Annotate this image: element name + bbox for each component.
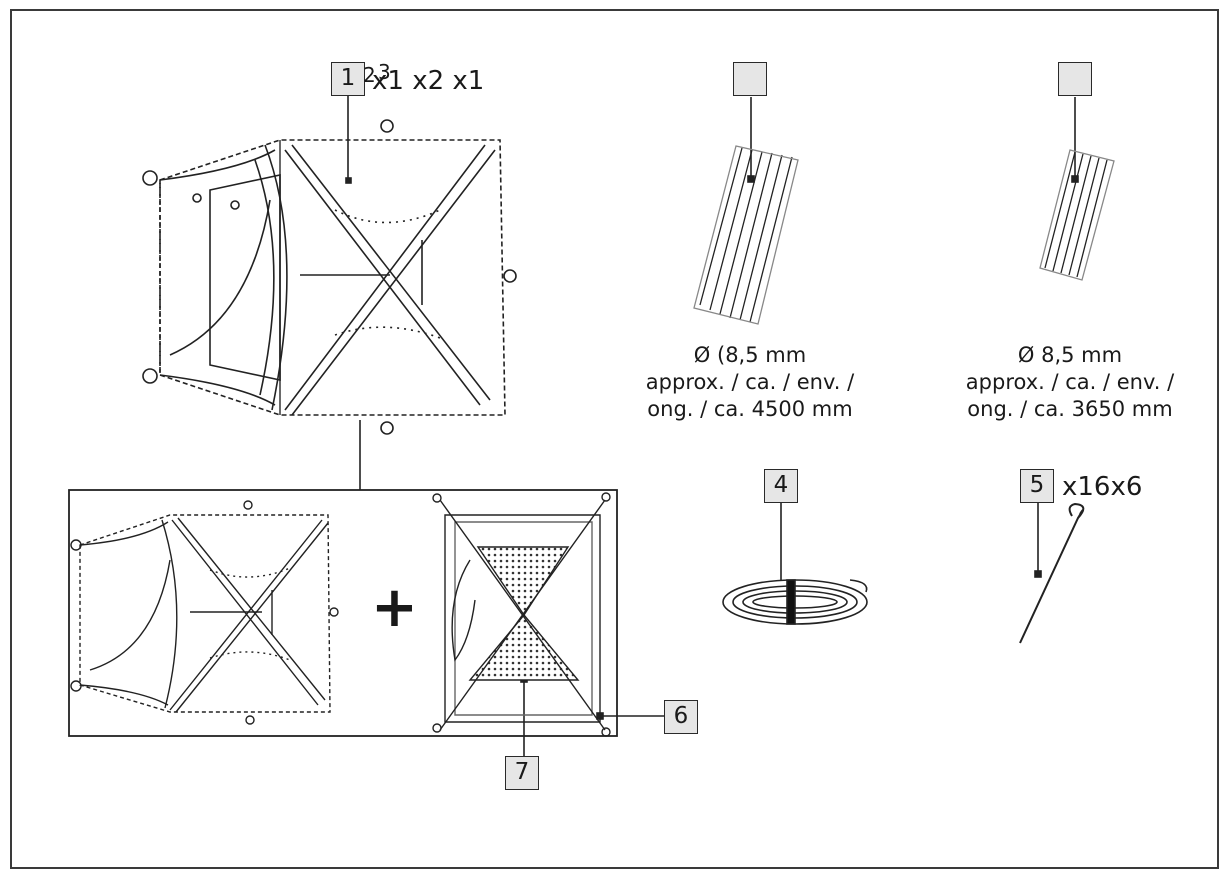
inset-box xyxy=(68,489,618,737)
tent-outer-icon xyxy=(142,119,517,435)
diagram-frame xyxy=(10,9,1219,869)
pole-a-approx: approx. / ca. / env. / xyxy=(645,370,855,394)
pole-b-approx: approx. / ca. / env. / xyxy=(965,370,1175,394)
tent-inner-icon xyxy=(432,492,611,737)
plus-symbol: + xyxy=(371,575,418,640)
pole-a-length: ong. / ca. 4500 mm xyxy=(647,397,853,421)
callout-1: 1 xyxy=(331,62,365,96)
pole-b-length: ong. / ca. 3650 mm xyxy=(967,397,1173,421)
callout-2: 2 xyxy=(363,63,376,87)
peg-quantities: x16x6 xyxy=(1062,472,1143,502)
callout-3: 3 xyxy=(378,60,391,84)
guy-rope-icon xyxy=(722,579,868,625)
pole-bundle-b-icon xyxy=(1039,149,1115,281)
pole-b-spec: Ø 8,5 mm approx. / ca. / env. / ong. / c… xyxy=(925,342,1215,423)
pole-a-spec: Ø (8,5 mm approx. / ca. / env. / ong. / … xyxy=(605,342,895,423)
pole-b-diameter: Ø 8,5 mm xyxy=(1017,343,1123,367)
pole-a-diameter: Ø (8,5 mm xyxy=(693,343,807,367)
callout-6: 6 xyxy=(664,700,698,734)
leader-lines xyxy=(345,96,1079,756)
callout-5: 5 xyxy=(1020,469,1054,503)
callout-7: 7 xyxy=(505,756,539,790)
callout-4: 4 xyxy=(764,469,798,503)
tent-outer-small-icon xyxy=(70,500,339,725)
tent-peg-icon xyxy=(1019,502,1085,644)
pole-bundle-icon xyxy=(693,145,799,325)
tent-quantities: x1 x2 x1 xyxy=(372,66,485,96)
callout-pole-a xyxy=(733,62,767,96)
callout-pole-b xyxy=(1058,62,1092,96)
